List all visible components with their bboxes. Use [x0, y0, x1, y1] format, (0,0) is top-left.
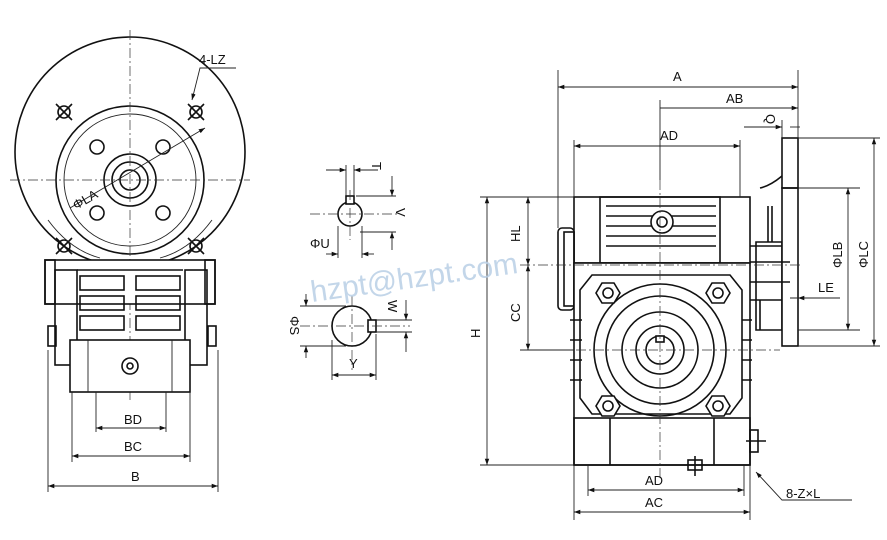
label-le: LE [818, 280, 834, 295]
left-bearing-cap [557, 227, 575, 311]
hex-bolt-br [705, 395, 731, 417]
breather-plug [650, 210, 674, 234]
label-t: T [369, 162, 384, 170]
mount-hole-tl [55, 103, 73, 121]
label-cc: CC [508, 303, 523, 322]
mount-hole-bl [55, 237, 73, 255]
housing-base [69, 339, 191, 393]
label-ac: AC [645, 495, 663, 510]
label-u: ΦU [310, 236, 330, 251]
housing-upper [44, 259, 216, 305]
label-v: V [393, 208, 408, 217]
label-ad-top: AD [660, 128, 678, 143]
label-y: Y [349, 356, 358, 371]
label-bc: BC [124, 439, 142, 454]
mount-hole-tr [187, 103, 205, 121]
label-q: Q [763, 114, 778, 124]
watermark-text: hzpt@hzpt.com [308, 247, 519, 309]
hex-bolt-tl [595, 282, 621, 304]
drain-plug [121, 357, 139, 375]
label-hl: HL [508, 225, 523, 242]
right-side-view: A AB Q AD HL CC H ΦLB ΦLC LE AD AC 8-Z×L [468, 69, 880, 520]
hex-bolt-bl [595, 395, 621, 417]
label-w: W [385, 300, 400, 313]
label-a: A [673, 69, 682, 84]
label-lc: ΦLC [856, 241, 871, 268]
label-b: B [131, 469, 140, 484]
label-ab: AB [726, 91, 743, 106]
label-lb: ΦLB [830, 242, 845, 268]
mount-hole-br [187, 237, 205, 255]
motor-flange-plate [781, 187, 799, 347]
hex-bolt-tr [705, 282, 731, 304]
shaft-key-details: T V ΦU W ΦS Y [287, 162, 412, 380]
label-s: ΦS [287, 316, 302, 335]
label-ad-bottom: AD [645, 473, 663, 488]
label-zl: 8-Z×L [786, 486, 820, 501]
label-h: H [468, 329, 483, 338]
label-lz: 4-LZ [199, 52, 226, 67]
left-end-view: 4-LZ ΦLA BD BC B [10, 30, 250, 492]
label-bd: BD [124, 412, 142, 427]
label-la: ΦLA [70, 186, 101, 212]
